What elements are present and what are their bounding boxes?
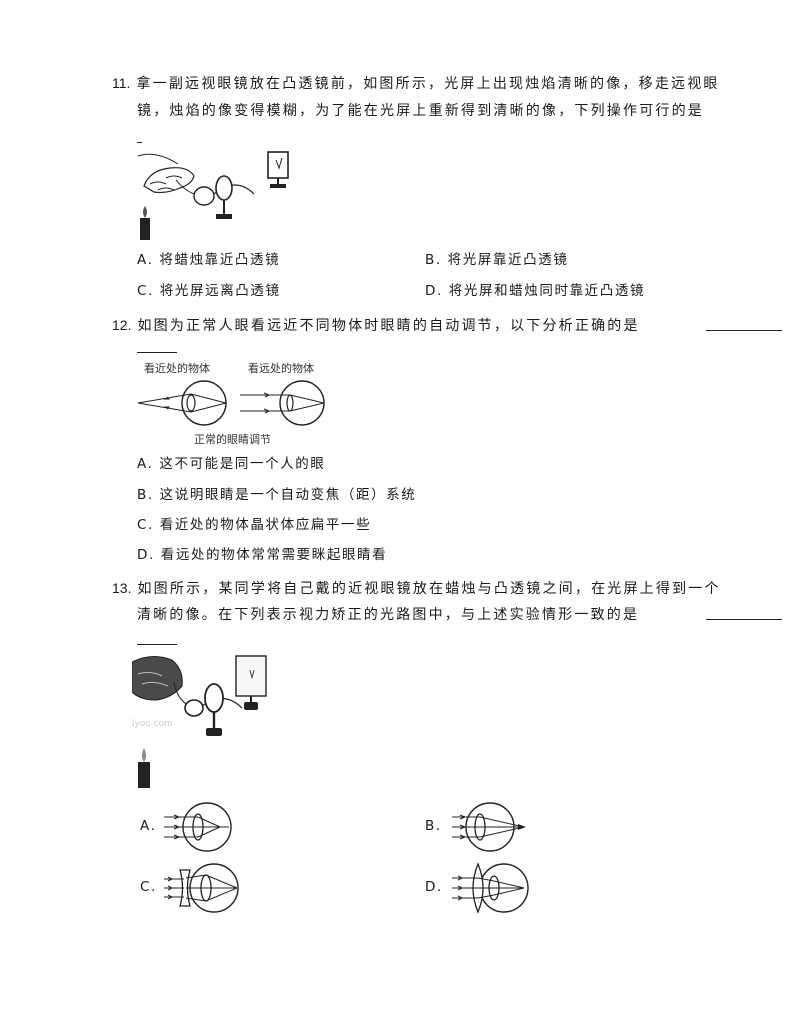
q11-number: 11. <box>112 75 131 91</box>
q11-option-d[interactable]: D. 将光屏和蜡烛同时靠近凸透镜 <box>425 283 646 299</box>
glasses-icon <box>184 699 204 717</box>
q12-figure-eye-accommodation: 看近处的物体 看远处的物体 正常的眼睛调节 <box>137 361 325 446</box>
candle-icon <box>140 218 150 240</box>
q11-line2: 镜，烛焰的像变得模糊，为了能在光屏上重新得到清晰的像，下列操作可行的是 <box>137 103 704 119</box>
q12-option-a[interactable]: A. 这不可能是同一个人的眼 <box>137 456 326 472</box>
q13-option-b-diagram[interactable] <box>448 800 538 854</box>
q11-line1: 11.拿一副远视眼镜放在凸透镜前，如图所示，光屏上出现烛焰清晰的像，移走远视眼 <box>112 75 720 92</box>
label-far: 看远处的物体 <box>248 361 314 375</box>
q11-answer-blank[interactable] <box>137 142 142 143</box>
q12-option-d[interactable]: D. 看远处的物体常常需要眯起眼睛看 <box>137 547 388 563</box>
q13-figure-myopia-glasses-experiment: lyoo.com <box>132 655 267 788</box>
glasses-icon <box>193 186 215 206</box>
hand-icon <box>132 656 183 701</box>
q12-number: 12. <box>112 317 132 333</box>
q13-option-d-diagram[interactable] <box>448 860 534 916</box>
q13-number: 13. <box>112 580 132 596</box>
q12-option-c[interactable]: C. 看近处的物体晶状体应扁平一些 <box>137 517 372 533</box>
q11-option-c[interactable]: C. 将光屏远离凸透镜 <box>137 283 281 299</box>
q11-figure-candle-glasses-lens-screen <box>137 151 289 240</box>
q13-answer-blank-2[interactable] <box>137 644 177 645</box>
convex-lens-icon <box>215 175 233 201</box>
q13-option-b[interactable]: B. <box>425 818 442 834</box>
q13-option-a[interactable]: A. <box>140 818 157 834</box>
convex-lens-icon <box>204 683 224 713</box>
watermark: lyoo.com <box>132 719 173 729</box>
q13-option-c-diagram[interactable] <box>160 860 244 916</box>
eye-near-icon <box>181 380 227 426</box>
q13-option-c[interactable]: C. <box>140 879 157 895</box>
candle-icon <box>138 762 150 788</box>
q11-option-a[interactable]: A. 将蜡烛靠近凸透镜 <box>137 252 281 268</box>
q12-option-b[interactable]: B. 这说明眼睛是一个自动变焦（距）系统 <box>137 487 417 503</box>
q12-answer-blank-1[interactable] <box>706 330 782 331</box>
q13-line1: 13.如图所示，某同学将自己戴的近视眼镜放在蜡烛与凸透镜之间，在光屏上得到一个 <box>112 580 721 597</box>
label-near: 看近处的物体 <box>144 361 210 375</box>
q12-line1: 12.如图为正常人眼看远近不同物体时眼睛的自动调节，以下分析正确的是 <box>112 317 640 334</box>
q12-answer-blank-2[interactable] <box>137 352 177 353</box>
q13-option-d[interactable]: D. <box>425 879 443 895</box>
q13-line2: 清晰的像。在下列表示视力矫正的光路图中，与上述实验情形一致的是 <box>137 607 640 623</box>
q11-option-b[interactable]: B. 将光屏靠近凸透镜 <box>425 252 569 268</box>
q13-answer-blank-1[interactable] <box>706 619 782 620</box>
q13-option-a-diagram[interactable] <box>160 800 240 854</box>
figure-caption: 正常的眼睛调节 <box>194 432 271 446</box>
